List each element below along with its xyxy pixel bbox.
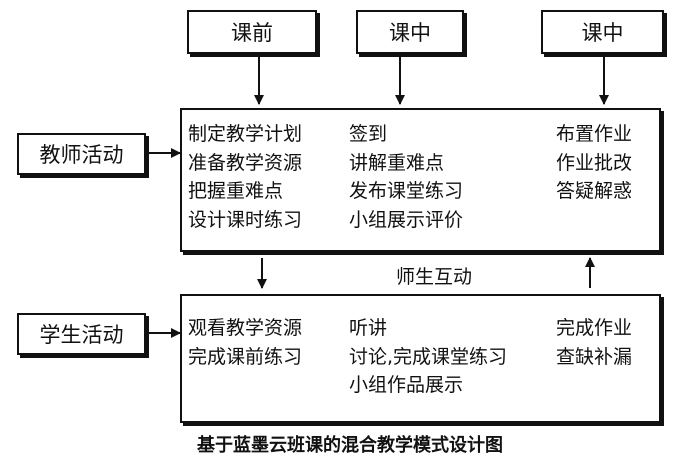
interaction-label: 师生互动 [396, 266, 473, 288]
list-item: 观看教学资源 [188, 317, 303, 339]
list-item: 讲解重难点 [349, 151, 445, 174]
list-item: 查缺补漏 [556, 345, 633, 368]
student-activity-box: 观看教学资源 完成课前练习 听讲 讨论,完成课堂练习 小组作品展示 完成作业 查… [180, 294, 661, 423]
student-col-1: 观看教学资源 完成课前练习 [188, 314, 302, 371]
student-col-2: 听讲 讨论,完成课堂练习 小组作品展示 [349, 314, 507, 400]
phase-box-2: 课中 [356, 10, 464, 54]
list-item: 制定教学计划 [188, 123, 303, 145]
phase-box-1: 课前 [187, 10, 317, 54]
diagram-caption: 基于蓝墨云班课的混合教学模式设计图 [197, 435, 503, 456]
list-item: 听讲 [349, 317, 388, 339]
list-item: 讨论,完成课堂练习 [349, 345, 508, 368]
list-item: 完成课前练习 [188, 345, 303, 368]
student-label: 学生活动 [39, 323, 124, 347]
student-label-box: 学生活动 [17, 313, 146, 355]
teacher-label: 教师活动 [39, 143, 124, 167]
teacher-col-1: 制定教学计划 准备教学资源 把握重难点 设计课时练习 [188, 120, 302, 234]
list-item: 完成作业 [556, 317, 633, 339]
list-item: 作业批改 [556, 151, 633, 174]
teacher-col-2: 签到 讲解重难点 发布课堂练习 小组展示评价 [349, 120, 463, 234]
list-item: 准备教学资源 [188, 151, 303, 174]
list-item: 设计课时练习 [188, 208, 303, 231]
phase-label-1: 课前 [231, 21, 273, 45]
list-item: 小组作品展示 [349, 374, 464, 396]
teacher-activity-box: 制定教学计划 准备教学资源 把握重难点 设计课时练习 签到 讲解重难点 发布课堂… [180, 108, 661, 252]
list-item: 答疑解惑 [556, 180, 633, 202]
list-item: 把握重难点 [188, 180, 284, 202]
phase-box-3: 课中 [541, 10, 664, 54]
list-item: 布置作业 [556, 123, 633, 145]
list-item: 小组展示评价 [349, 208, 464, 231]
teacher-col-3: 布置作业 作业批改 答疑解惑 [556, 120, 632, 206]
list-item: 发布课堂练习 [349, 180, 464, 202]
phase-label-3: 课中 [581, 21, 624, 45]
student-col-3: 完成作业 查缺补漏 [556, 314, 632, 371]
list-item: 签到 [349, 123, 388, 145]
phase-label-2: 课中 [389, 21, 431, 45]
teacher-label-box: 教师活动 [17, 133, 146, 175]
